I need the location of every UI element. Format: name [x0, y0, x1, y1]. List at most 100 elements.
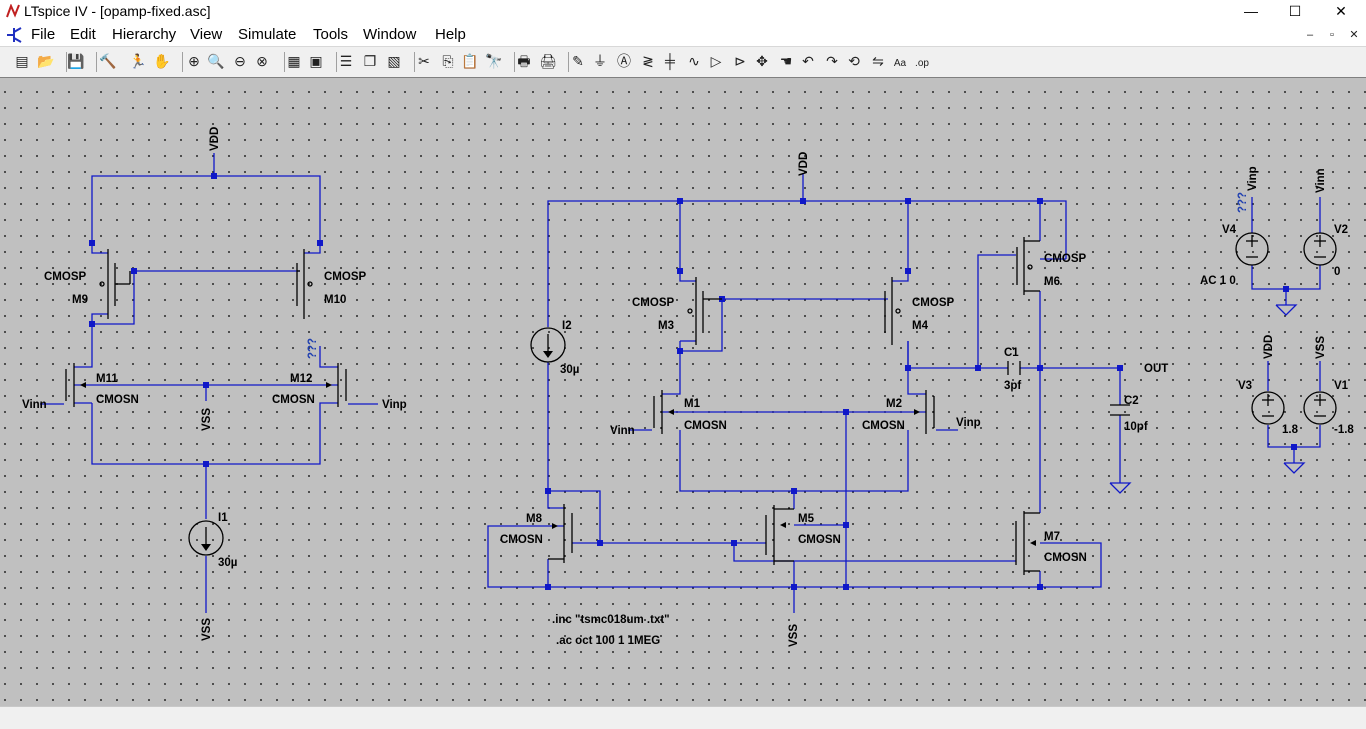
redo-button[interactable]: ↷ [822, 51, 842, 71]
net-label-vdd-right[interactable]: VDD [1263, 335, 1275, 359]
mosfet-m4[interactable] [884, 277, 901, 345]
find-button[interactable]: 🔭 [484, 51, 504, 71]
menu-view[interactable]: View [190, 26, 223, 43]
move-button[interactable]: ✥ [752, 51, 772, 71]
net-label-vss-mid-bot[interactable]: VSS [788, 624, 800, 647]
undo-icon: ↶ [802, 53, 814, 69]
schematic-canvas[interactable]: VDD CMOSP M9 CMOSP M10 ??? M11 CMOSN M12… [0, 77, 1366, 706]
mdi-minimize-button[interactable]: – [1306, 29, 1314, 41]
component-button[interactable]: ⊳ [730, 51, 750, 71]
net-label-vinn-right[interactable]: Vinn [1315, 168, 1327, 193]
mosfet-m8[interactable] [548, 504, 573, 563]
net-label-vss-left-mid[interactable]: VSS [201, 408, 213, 431]
capacitor-button[interactable]: ╪ [660, 51, 680, 71]
pan-button[interactable]: 🔍 [206, 51, 226, 71]
drag-button[interactable]: ☚ [776, 51, 796, 71]
menu-tools[interactable]: Tools [313, 26, 349, 43]
close-button[interactable]: ✕ [1335, 3, 1347, 19]
net-label-vdd-left[interactable]: VDD [209, 127, 221, 151]
label-net-button[interactable]: Ⓐ [614, 51, 634, 71]
menu-file[interactable]: File [31, 26, 56, 43]
mosfet-m2[interactable] [914, 390, 935, 434]
toolbar-separator [568, 52, 569, 72]
undo-button[interactable]: ↶ [798, 51, 818, 71]
net-label-vinn-mid[interactable]: Vinn [610, 425, 635, 437]
model-label-m1: CMOSN [684, 420, 727, 432]
mdi-close-button[interactable]: ✕ [1349, 29, 1359, 41]
spice-directive-button[interactable]: .op [912, 51, 932, 71]
value-label-i1: 30µ [218, 557, 237, 569]
print-button[interactable]: 🖨 [538, 51, 558, 71]
control-panel-button[interactable]: 🔨 [98, 51, 118, 71]
print-preview-button[interactable]: 🖶 [514, 51, 534, 71]
instance-label-v3: V3 [1238, 380, 1252, 392]
spice-directive-ac[interactable]: .ac oct 100 1 1MEG [556, 635, 660, 647]
spice-directive-inc[interactable]: .inc "tsmc018um .txt" [552, 614, 670, 626]
mdi-restore-button[interactable]: ▫ [1330, 29, 1334, 41]
mosfet-m12[interactable] [326, 363, 347, 407]
halt-button[interactable]: ✋ [152, 51, 172, 71]
new-schematic-button[interactable]: ▤ [12, 51, 32, 71]
mosfet-m9[interactable] [99, 249, 131, 319]
mosfet-m5[interactable] [765, 505, 794, 565]
tile-horizontal-button[interactable]: ☰ [336, 51, 356, 71]
close-all-button[interactable]: ▧ [384, 51, 404, 71]
capacitor-c1[interactable] [1007, 361, 1021, 375]
find-icon: 🔭 [485, 53, 503, 69]
voltage-source-v3[interactable] [1251, 391, 1285, 425]
maximize-button[interactable]: ☐ [1288, 3, 1302, 19]
delete-traces-button[interactable]: ▣ [306, 51, 326, 71]
menu-edit[interactable]: Edit [70, 26, 96, 43]
cut-button[interactable]: ✂ [414, 51, 434, 71]
net-label-vdd-mid[interactable]: VDD [798, 152, 810, 176]
close-all-icon: ▧ [387, 53, 401, 69]
draw-wire-button[interactable]: ✎ [568, 51, 588, 71]
mosfet-m10[interactable] [296, 249, 313, 319]
menu-help[interactable]: Help [435, 26, 466, 43]
net-label-out[interactable]: OUT [1144, 363, 1168, 375]
paste-button[interactable]: 📋 [460, 51, 480, 71]
voltage-source-v4[interactable] [1235, 232, 1269, 266]
current-source-i2[interactable] [530, 327, 566, 363]
net-label-vinp-left[interactable]: Vinp [382, 399, 407, 411]
rotate-button[interactable]: ⟲ [844, 51, 864, 71]
net-label-vinp-right[interactable]: Vinp [1247, 166, 1259, 191]
net-label-vinn-left[interactable]: Vinn [22, 399, 47, 411]
voltage-source-v1[interactable] [1303, 391, 1337, 425]
inductor-button[interactable]: ∿ [684, 51, 704, 71]
capacitor-c2[interactable] [1110, 404, 1130, 416]
cascade-button[interactable]: ❐ [360, 51, 380, 71]
mosfet-m6[interactable] [1016, 237, 1040, 295]
diode-button[interactable]: ▷ [706, 51, 726, 71]
ground-symbol-right-bottom [1283, 462, 1306, 474]
ground-button[interactable]: ⏚ [590, 51, 610, 71]
resistor-button[interactable]: ≷ [638, 51, 658, 71]
autorange-button[interactable]: ▦ [284, 51, 304, 71]
instance-label-c2: C2 [1124, 395, 1139, 407]
menu-window[interactable]: Window [363, 26, 417, 43]
minimize-button[interactable]: — [1244, 3, 1258, 19]
voltage-source-v2[interactable] [1303, 232, 1337, 266]
current-source-i1[interactable] [188, 520, 224, 556]
mosfet-m1[interactable] [653, 390, 674, 434]
mirror-button[interactable]: ⇋ [868, 51, 888, 71]
mosfet-m11[interactable] [65, 363, 86, 407]
zoom-out-button[interactable]: ⊖ [230, 51, 250, 71]
schematic-doc-icon[interactable] [5, 26, 23, 44]
zoom-in-button[interactable]: ⊕ [184, 51, 204, 71]
text-button[interactable]: Aa [890, 51, 910, 71]
open-button[interactable]: 📂 [36, 51, 56, 71]
net-label-vinp-mid[interactable]: Vinp [956, 417, 981, 429]
net-label-vss-right[interactable]: VSS [1315, 336, 1327, 359]
copy-button[interactable]: ⎘ [438, 51, 458, 71]
menu-simulate[interactable]: Simulate [238, 26, 297, 43]
redo-icon: ↷ [826, 53, 838, 69]
mosfet-m7[interactable] [1015, 511, 1040, 575]
run-button[interactable]: 🏃 [128, 51, 148, 71]
net-label-vss-left-bot[interactable]: VSS [201, 618, 213, 641]
mosfet-m3[interactable] [687, 277, 722, 345]
menu-hierarchy[interactable]: Hierarchy [112, 26, 177, 43]
save-button[interactable]: 💾 [66, 51, 86, 71]
zoom-fit-button[interactable]: ⊗ [252, 51, 272, 71]
control-panel-icon: 🔨 [99, 53, 117, 69]
